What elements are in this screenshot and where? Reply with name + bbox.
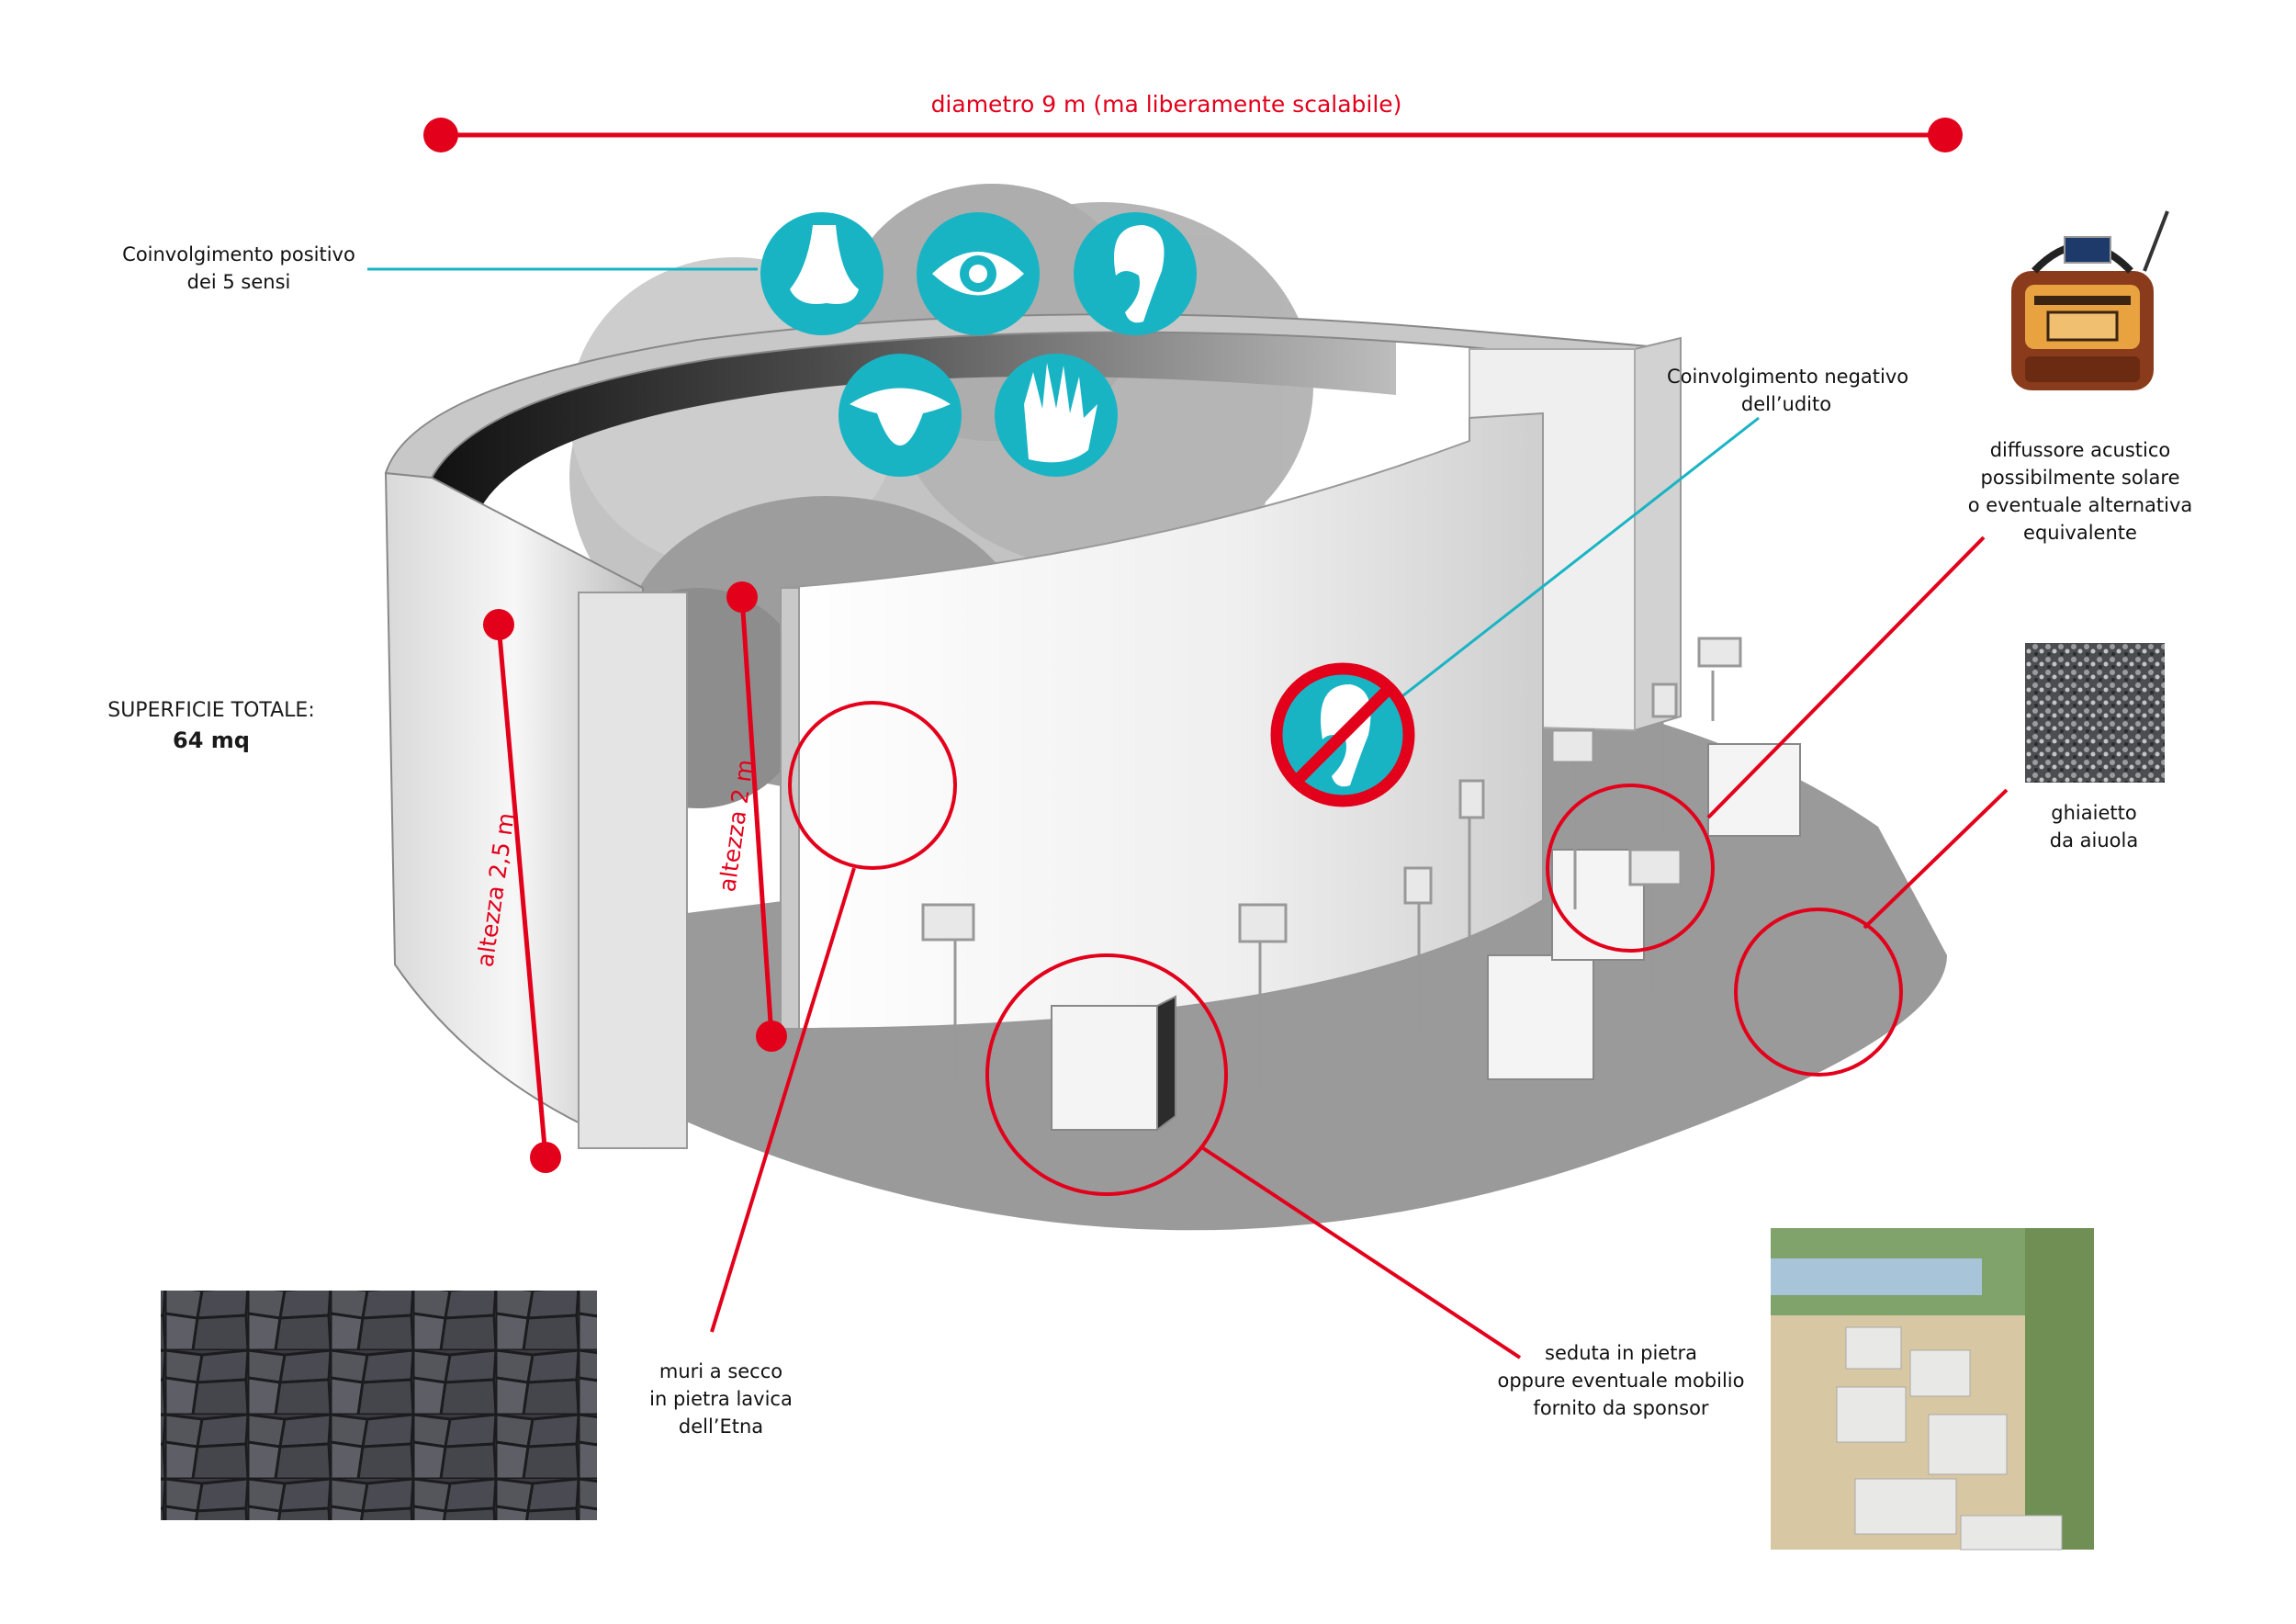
diameter-dimension: diametro 9 m (ma liberamente scalabile) [423, 91, 1963, 152]
total-area-value: 64 mq [173, 727, 250, 753]
seat-cube [1707, 743, 1801, 837]
speaker-box [1238, 903, 1288, 943]
seat-callout-circle [985, 953, 1228, 1196]
seat-cube-side [1156, 995, 1176, 1132]
seating-label: seduta in pietra oppure eventuale mobili… [1497, 1342, 1745, 1419]
speaker-leader-line [1706, 536, 1986, 819]
diameter-label: diametro 9 m (ma liberamente scalabile) [931, 91, 1402, 118]
nose-icon [760, 212, 884, 335]
seat-cube [1551, 849, 1645, 961]
speaker-box [921, 903, 975, 942]
hand-icon [995, 354, 1118, 477]
senses-label: Coinvolgimento positivo dei 5 sensi [122, 243, 355, 293]
eye-icon [917, 212, 1040, 335]
callouts [710, 536, 2009, 1359]
wall-callout-circle [788, 701, 957, 870]
walls-label: muri a secco in pietra lavica dell’Etna [649, 1360, 793, 1438]
outer-wall-end-face [578, 592, 688, 1149]
stone-seating-photo [1771, 1228, 2094, 1551]
seat-leader-line [1201, 1146, 1522, 1359]
gravel-callout-circle [1734, 908, 1903, 1077]
lava-stone-wall-photo [161, 1291, 597, 1520]
speaker-box [1628, 848, 1683, 886]
outer-wall-inside [432, 321, 1396, 514]
negative-hearing-label: Coinvolgimento negativo dell’udito [1667, 366, 1909, 415]
speaker-box [1550, 728, 1595, 764]
wall-leader-line [710, 867, 856, 1333]
speaker-box [1403, 866, 1433, 905]
speaker-box [1458, 779, 1485, 819]
speaker-callout-circle [1546, 784, 1715, 953]
five-senses-icons [367, 212, 1197, 477]
inner-wall-end [780, 587, 800, 1030]
radio-photo [2011, 210, 2169, 390]
speaker-posts [921, 637, 1742, 1088]
total-area: SUPERFICIE TOTALE: 64 mq [92, 696, 331, 755]
stone-seats [1051, 743, 1801, 1132]
gravel-label: ghiaietto da aiuola [2049, 802, 2139, 851]
speaker-label: diffussore acustico possibilmente solare… [1967, 439, 2193, 544]
speaker-box [1697, 637, 1742, 668]
ear-icon [1074, 212, 1197, 335]
gravel-photo [2025, 643, 2165, 783]
no-ear-icon [1270, 416, 1760, 807]
tongue-icon [838, 354, 962, 477]
total-area-title: SUPERFICIE TOTALE: [107, 699, 315, 722]
gravel-leader-line [1863, 788, 2009, 930]
speaker-box [1651, 682, 1678, 718]
seat-cube [1051, 1005, 1158, 1131]
seat-cube [1487, 954, 1594, 1080]
